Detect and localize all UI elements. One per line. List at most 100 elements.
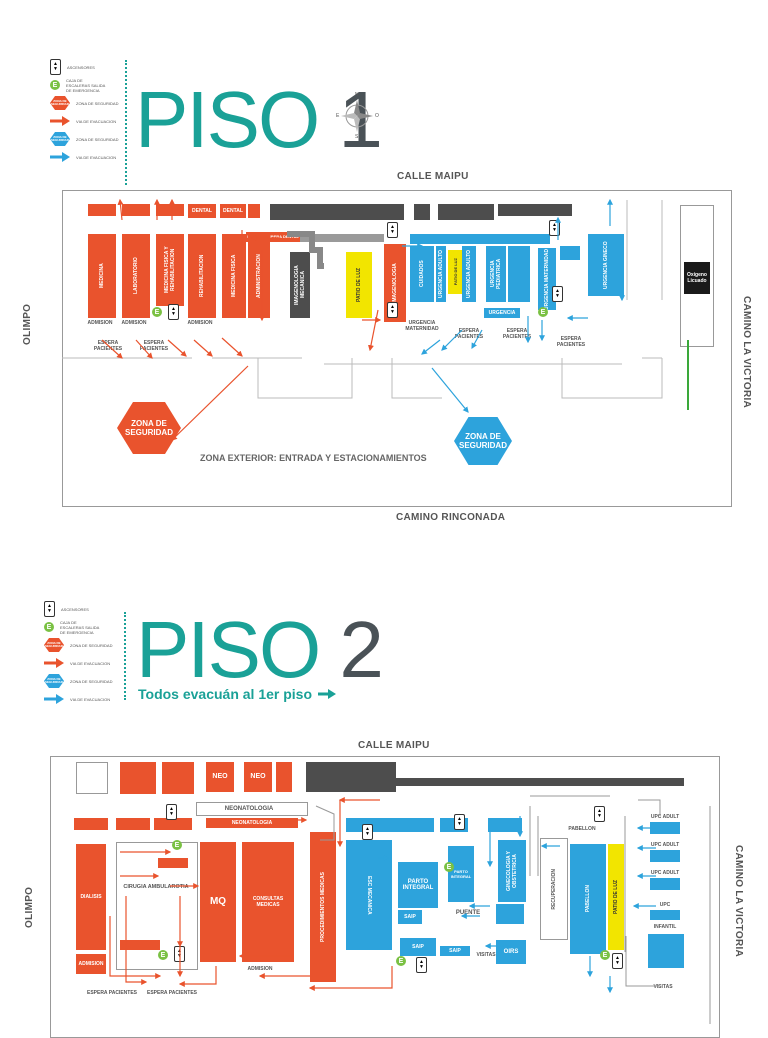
legend-item: E CAJA DE ESCALERAS SALIDA DE EMERGENCIA (44, 618, 122, 636)
label-pabellon-top: PABELLON (568, 826, 596, 832)
legend-item: VIA DE EVACUACION (44, 654, 122, 672)
exit-e-icon: E (50, 80, 60, 90)
room-upc (650, 822, 680, 834)
room-orange-small (154, 818, 192, 830)
room-neo-2: NEO (244, 762, 272, 792)
room-patio-de-luz-3: PATIO DE LUZ (608, 844, 624, 950)
safety-zone-blue-icon: ZONA DE SEGURIDAD (44, 674, 64, 688)
label-infantil: INFANTIL (653, 924, 677, 930)
room-patio-de-luz-2: PATIO DE LUZ (448, 250, 462, 294)
title-number: 1 (338, 75, 382, 164)
elevator-icon: ▲▼ (44, 601, 55, 617)
floor1-evac-arrows (101, 198, 625, 441)
legend-item: ZONA DE SEGURIDAD ZONA DE SEGURIDAD (44, 672, 122, 690)
title-number: 2 (339, 605, 383, 694)
legend-label: ZONA DE SEGURIDAD (70, 642, 113, 648)
room-upc (648, 934, 684, 968)
room-recuperacion: RECUPERACION (540, 838, 568, 940)
room-pabellon: PABELLON (570, 844, 606, 954)
label-espera-pacientes: ESPERA PACIENTES (502, 328, 532, 340)
elevator-icon: ▲▼ (594, 806, 605, 822)
legend-item: VIA DE EVACUACION (50, 148, 128, 166)
legend-label: ASCENSORES (67, 64, 95, 70)
elevator-icon: ▲▼ (50, 59, 61, 75)
elevator-icon: ▲▼ (168, 304, 179, 320)
label-consultas: CONSULTAS MEDICAS (252, 896, 284, 908)
street-olimpo-2: OLIMPO (24, 886, 35, 928)
room-oxigeno-licuado: Oxígeno Licuado (684, 262, 710, 294)
label-visitas-2: VISITAS (653, 984, 673, 990)
legend-label: VIA DE EVACUACION (76, 118, 117, 124)
legend-label: ZONA DE SEGURIDAD (76, 100, 119, 106)
label-espera-pacientes: ESPERA PACIENTES (454, 328, 484, 340)
room-dialisis: DIALISIS (76, 844, 106, 950)
title-word: PISO (136, 605, 321, 694)
exit-e-icon: E (152, 307, 162, 317)
legend-label: VIA DE EVACUACION (70, 660, 111, 666)
room-orange-small (116, 818, 150, 830)
label-zona-exterior: ZONA EXTERIOR: ENTRADA Y ESTACIONAMIENTO… (200, 453, 427, 463)
label-visitas-1: VISITAS (476, 952, 496, 958)
label-parto-integral: PARTO INTEGRAL (402, 879, 434, 891)
legend-divider (125, 60, 127, 185)
elevator-icon: ▲▼ (362, 824, 373, 840)
legend-divider (124, 612, 126, 700)
label-admision-mid: ADMISION (247, 966, 273, 972)
exit-e-icon: E (396, 956, 406, 966)
label-esp-mecanica: ESC MECANICA (366, 875, 372, 915)
room-outline (76, 762, 108, 794)
room-dental-2: DENTAL (220, 204, 246, 218)
block-grey-top (438, 204, 494, 220)
room-orange-top (276, 762, 292, 792)
label-espera-pacientes: ESPERA PACIENTES (146, 990, 197, 996)
label-espera-pacientes: ESPERA PACIENTES (139, 340, 169, 352)
title-word: PISO (135, 75, 320, 164)
room-saip-1: SAIP (398, 910, 422, 924)
exit-e-icon: E (538, 307, 548, 317)
elevator-icon: ▲▼ (387, 302, 398, 318)
legend-item: ZONA DE SEGURIDAD ZONA DE SEGURIDAD (50, 130, 128, 148)
label-upc-adult: UPC ADULT (650, 842, 680, 848)
label-upc: UPC (659, 902, 671, 908)
block-grey-top (270, 204, 404, 220)
block-grey-top (306, 762, 396, 792)
compass-west: O (375, 113, 379, 119)
street-camino-la-victoria-2: CAMINO LA VICTORIA (733, 845, 744, 958)
room-urgencia: URGENCIA (484, 308, 520, 318)
room-top-small (122, 204, 150, 216)
label-cirugia: CIRUGIA AMBULAROTIA (123, 884, 189, 890)
street-camino-rinconada: CAMINO RINCONADA (396, 512, 506, 523)
legend-item: ZONA DE SEGURIDAD ZONA DE SEGURIDAD (44, 636, 122, 654)
room-upc (650, 878, 680, 890)
room-mq: MQ (200, 842, 236, 962)
floor1-walls (62, 200, 689, 410)
room-orange-top (162, 762, 194, 794)
label-upc-adult: UPC ADULT (650, 870, 680, 876)
corridor-outline (196, 802, 308, 816)
room-top-small (248, 204, 260, 218)
elevator-icon: ▲▼ (166, 804, 177, 820)
room-orange-top (120, 762, 156, 794)
oxygen-tank (680, 205, 714, 347)
room-consultas: CONSULTAS MEDICAS (242, 842, 294, 962)
room-sala-espera-dental: SALA DE ESPERA DENTAL (246, 232, 300, 242)
room-upc (650, 850, 680, 862)
exit-e-icon: E (172, 840, 182, 850)
block-grey-top (414, 204, 430, 220)
label-espera-pacientes: ESPERA PACIENTES (93, 340, 123, 352)
room-parto-integral: PARTO INTEGRAL (398, 862, 438, 908)
elevator-icon: ▲▼ (612, 953, 623, 969)
legend-floor2: ▲▼ ASCENSORES E CAJA DE ESCALERAS SALIDA… (44, 600, 122, 708)
room-parto-integral-small: PARTO INTEGRAL (448, 846, 474, 902)
legend-item: E CAJA DE ESCALERAS SALIDA DE EMERGENCIA (50, 76, 128, 94)
legend-item: ZONA DE SEGURIDAD ZONA DE SEGURIDAD (50, 94, 128, 112)
room-blue-small (496, 904, 524, 924)
compass-east: E (336, 113, 340, 119)
safety-zone-orange-icon: ZONA DE SEGURIDAD (50, 96, 70, 110)
elevator-icon: ▲▼ (552, 286, 563, 302)
floor1-map-frame (62, 190, 732, 507)
label-admision: ADMISION (121, 320, 147, 326)
room-orange-small (158, 858, 188, 868)
room-orange-small (74, 818, 108, 830)
street-olimpo-1: OLIMPO (22, 303, 33, 345)
